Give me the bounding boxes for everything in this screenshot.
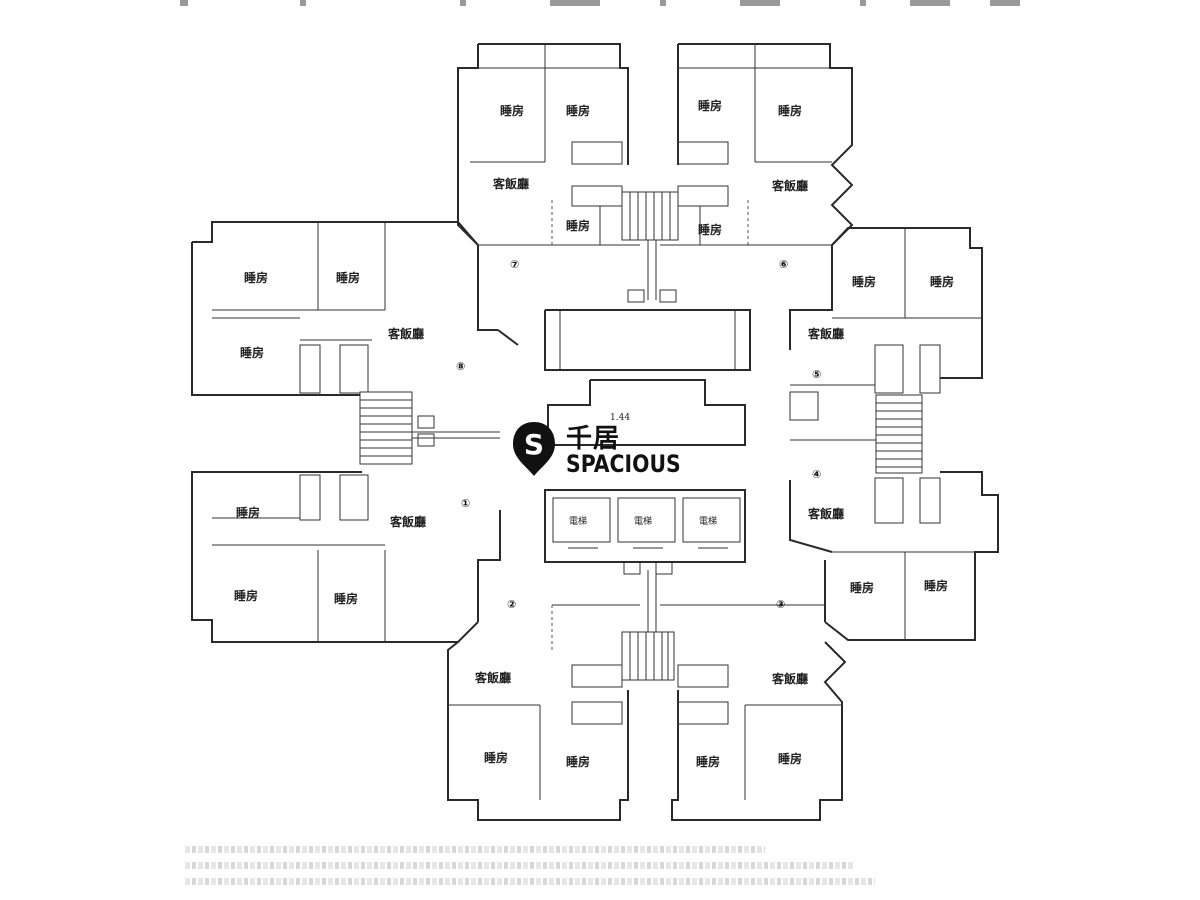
bedroom-label: 睡房	[334, 591, 358, 606]
bedroom-label: 睡房	[924, 578, 948, 593]
top-stair	[621, 191, 679, 303]
unit-2-walls	[447, 604, 640, 821]
bedroom-label: 睡房	[244, 270, 268, 285]
bedroom-label: 睡房	[778, 103, 802, 118]
unit-number: ⑧	[456, 360, 465, 373]
left-stair	[359, 391, 500, 465]
bedroom-label: 睡房	[698, 98, 722, 113]
unit-4-walls	[789, 471, 999, 641]
unit-number: ③	[776, 598, 785, 611]
bedroom-label: 睡房	[696, 754, 720, 769]
living-dining-label: 客飯廳	[474, 670, 511, 685]
bedroom-label: 睡房	[500, 103, 524, 118]
bedroom-label: 睡房	[566, 103, 590, 118]
spacious-logo: S 千居 SPACIOUS	[510, 418, 710, 488]
svg-text:S: S	[524, 428, 544, 461]
unit-number: ⑤	[812, 368, 821, 381]
living-dining-label: 客飯廳	[771, 671, 808, 686]
bedroom-label: 睡房	[234, 588, 258, 603]
bedroom-label: 睡房	[484, 750, 508, 765]
lift-label: 電梯	[569, 515, 587, 527]
unit-number: ⑥	[779, 258, 788, 271]
brand-name-chinese: 千居	[566, 424, 621, 454]
spacious-logo-icon: S	[513, 422, 555, 476]
lift-label: 電梯	[634, 515, 652, 527]
bedroom-label: 睡房	[566, 218, 590, 233]
unit-number: ⑦	[510, 258, 519, 271]
unit-number: ④	[812, 468, 821, 481]
brand-name-english: SPACIOUS	[566, 450, 681, 478]
unit-number: ①	[461, 497, 470, 510]
bedroom-label: 睡房	[778, 751, 802, 766]
living-dining-label: 客飯廳	[492, 176, 529, 191]
unit-number: ②	[507, 598, 516, 611]
unit-8-walls	[191, 221, 519, 396]
lobby-mark: 1.44	[610, 413, 630, 423]
unit-1-walls	[191, 471, 501, 643]
unit-numbers: ① ② ③ ④ ⑤ ⑥ ⑦ ⑧	[456, 258, 821, 611]
central-core	[544, 309, 751, 563]
living-dining-label: 客飯廳	[807, 506, 844, 521]
unit-6-walls	[660, 43, 854, 350]
bedroom-label: 睡房	[336, 270, 360, 285]
living-dining-label: 客飯廳	[807, 326, 844, 341]
bedroom-label: 睡房	[852, 274, 876, 289]
living-dining-label: 客飯廳	[771, 178, 808, 193]
bottom-stair	[621, 561, 675, 681]
faded-footnote	[185, 838, 885, 898]
unit-7-walls	[457, 43, 640, 331]
unit-5-walls	[789, 227, 983, 421]
living-dining-label: 客飯廳	[387, 326, 424, 341]
bedroom-label: 睡房	[566, 754, 590, 769]
bedroom-label: 睡房	[236, 505, 260, 520]
bedroom-label: 睡房	[698, 222, 722, 237]
bedroom-label: 睡房	[930, 274, 954, 289]
living-dining-label: 客飯廳	[389, 514, 426, 529]
unit-3-walls	[660, 604, 847, 821]
room-labels: 睡房 睡房 睡房 睡房 客飯廳 客飯廳 睡房 睡房 睡房 睡房 睡房 客飯廳 睡…	[234, 98, 954, 769]
lift-label: 電梯	[699, 515, 717, 527]
right-stair	[790, 394, 923, 474]
top-edge-marks	[180, 0, 1030, 12]
bedroom-label: 睡房	[240, 345, 264, 360]
bedroom-label: 睡房	[850, 580, 874, 595]
